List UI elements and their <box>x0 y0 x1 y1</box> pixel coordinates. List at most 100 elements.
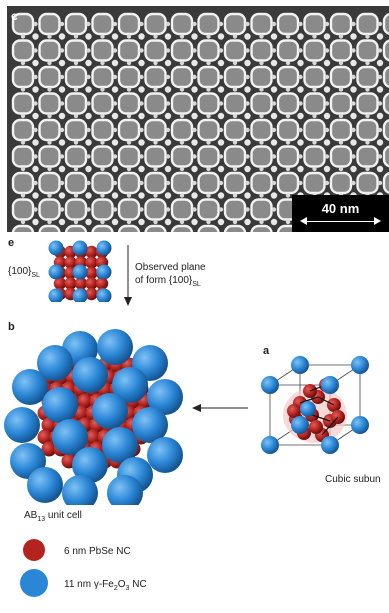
small-nanocrystal <box>179 34 185 39</box>
large-nanocrystal <box>223 171 247 195</box>
large-nanocrystal <box>144 12 167 36</box>
small-nanocrystal <box>245 154 250 159</box>
small-nanocrystal <box>324 101 330 106</box>
small-nanocrystal <box>59 21 65 27</box>
small-nanocrystal <box>58 86 66 93</box>
small-nanocrystal <box>111 139 119 146</box>
small-nanocrystal <box>218 127 224 133</box>
small-nanocrystal <box>297 165 304 173</box>
small-nanocrystal <box>33 180 38 186</box>
large-nanocrystal <box>250 145 273 168</box>
scale-bar: 40 nm <box>292 195 389 232</box>
small-nanocrystal <box>126 34 132 39</box>
fe2o3-particle <box>42 387 78 423</box>
small-nanocrystal <box>112 21 118 27</box>
small-nanocrystal <box>58 139 66 146</box>
small-nanocrystal <box>192 48 197 53</box>
small-nanocrystal <box>138 86 145 93</box>
pbse-particle <box>85 245 98 259</box>
small-nanocrystal <box>112 48 118 53</box>
small-nanocrystal <box>297 86 304 93</box>
small-nanocrystal <box>32 112 39 120</box>
small-nanocrystal <box>298 127 303 133</box>
small-nanocrystal <box>232 60 238 66</box>
central-particle <box>300 401 316 417</box>
small-nanocrystal <box>47 166 52 172</box>
small-nanocrystal <box>73 193 79 198</box>
small-nanocrystal <box>259 113 264 119</box>
large-nanocrystal <box>170 224 194 232</box>
large-nanocrystal <box>64 198 88 221</box>
large-nanocrystal <box>64 92 88 115</box>
large-nanocrystal <box>356 92 379 115</box>
fe2o3-particle <box>72 240 88 256</box>
small-nanocrystal <box>73 166 79 172</box>
small-nanocrystal <box>47 113 52 119</box>
small-nanocrystal <box>338 87 344 92</box>
small-nanocrystal <box>298 48 303 53</box>
small-nanocrystal <box>47 87 52 92</box>
large-nanocrystal <box>197 171 220 195</box>
small-nanocrystal <box>100 166 105 172</box>
small-nanocrystal <box>377 74 383 80</box>
large-nanocrystal <box>170 118 194 142</box>
small-nanocrystal <box>270 112 278 120</box>
small-nanocrystal <box>58 165 66 173</box>
small-nanocrystal <box>270 139 278 146</box>
small-nanocrystal <box>312 166 317 172</box>
small-nanocrystal <box>285 113 291 119</box>
small-nanocrystal <box>139 21 144 27</box>
large-nanocrystal <box>303 92 326 115</box>
small-nanocrystal <box>312 87 317 92</box>
small-nanocrystal <box>112 74 118 80</box>
small-nanocrystal <box>351 180 356 186</box>
small-nanocrystal <box>86 154 91 159</box>
small-nanocrystal <box>350 165 357 173</box>
small-nanocrystal <box>377 127 383 133</box>
small-nanocrystal <box>59 48 65 53</box>
small-nanocrystal <box>126 193 132 198</box>
small-nanocrystal <box>218 74 224 80</box>
large-nanocrystal <box>223 145 247 168</box>
small-nanocrystal <box>324 154 330 159</box>
small-nanocrystal <box>338 34 344 39</box>
small-nanocrystal <box>126 140 132 145</box>
fe2o3-particle <box>147 379 183 415</box>
small-nanocrystal <box>164 112 172 120</box>
large-nanocrystal <box>64 145 88 168</box>
small-nanocrystal <box>351 74 356 80</box>
small-nanocrystal <box>285 193 291 198</box>
small-nanocrystal <box>323 59 331 67</box>
small-nanocrystal <box>218 21 224 27</box>
small-nanocrystal <box>20 140 26 145</box>
small-nanocrystal <box>47 34 52 39</box>
small-nanocrystal <box>58 33 66 40</box>
small-nanocrystal <box>165 180 171 186</box>
large-nanocrystal <box>250 198 273 221</box>
small-nanocrystal <box>100 219 105 225</box>
small-nanocrystal <box>100 60 105 66</box>
large-nanocrystal <box>91 198 114 221</box>
fe2o3-particle <box>291 416 309 434</box>
fe2o3-particle <box>351 416 369 434</box>
large-nanocrystal <box>117 65 141 89</box>
small-nanocrystal <box>206 60 211 66</box>
large-nanocrystal <box>223 118 247 142</box>
small-nanocrystal <box>377 154 383 159</box>
small-nanocrystal <box>153 34 158 39</box>
fe2o3-particle <box>62 475 98 505</box>
small-nanocrystal <box>377 101 383 106</box>
large-nanocrystal <box>117 12 141 36</box>
small-nanocrystal <box>112 101 118 106</box>
large-nanocrystal <box>250 171 273 195</box>
small-nanocrystal <box>244 112 251 120</box>
small-nanocrystal <box>377 48 383 53</box>
large-nanocrystal <box>276 145 300 168</box>
small-nanocrystal <box>298 154 303 159</box>
large-nanocrystal <box>144 145 167 168</box>
small-nanocrystal <box>232 140 238 145</box>
small-nanocrystal <box>179 193 185 198</box>
small-nanocrystal <box>153 60 158 66</box>
pbse-particle <box>95 277 109 290</box>
small-nanocrystal <box>338 166 344 172</box>
